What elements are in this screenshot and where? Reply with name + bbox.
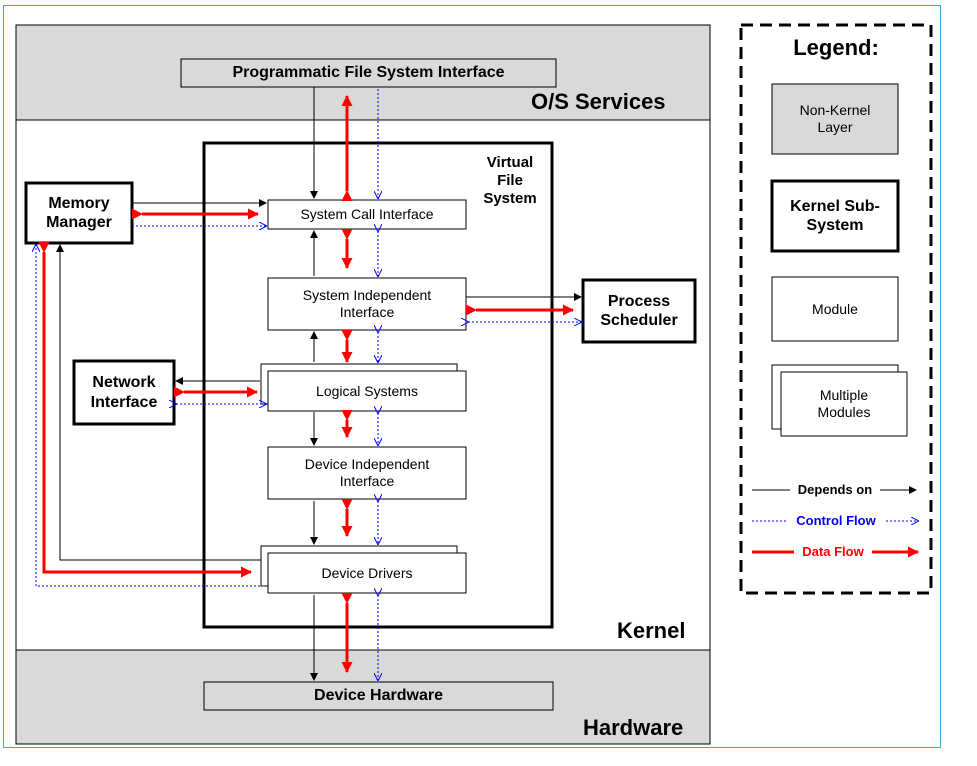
scheduler-flows — [466, 293, 582, 322]
legend-title: Legend: — [793, 34, 879, 60]
memory-flows — [36, 199, 267, 587]
memory-label: Memory Manager — [46, 194, 112, 231]
pfsi-label: Programmatic File System Interface — [232, 64, 505, 82]
logical-box — [267, 370, 467, 412]
hardware-box — [203, 681, 554, 711]
dii-box — [267, 446, 467, 500]
sii-box — [267, 277, 467, 331]
drivers-box — [267, 552, 467, 594]
legend — [739, 23, 933, 595]
legend-module-label: Module — [812, 300, 858, 317]
legend-module-swatch — [771, 276, 899, 342]
legend-non-kernel-label: Non-Kernel Layer — [799, 102, 871, 135]
kernel-layer-label: Kernel — [617, 618, 686, 643]
network-flows — [176, 377, 266, 404]
legend-non-kernel-swatch — [771, 83, 899, 155]
sci-label: System Call Interface — [300, 206, 434, 223]
vfs-label: Virtual File System — [483, 154, 537, 207]
scheduler-label: Process Scheduler — [600, 292, 678, 329]
logical-label: Logical Systems — [316, 382, 418, 399]
network-label: Network Interface — [90, 374, 158, 411]
drivers-label: Device Drivers — [321, 564, 413, 581]
legend-depends-label: Depends on — [797, 482, 873, 498]
pfsi-box — [180, 58, 557, 88]
dii-label: Device Independent Interface — [304, 456, 430, 489]
sci-box — [267, 199, 467, 230]
hardware-box-label: Device Hardware — [314, 687, 443, 705]
legend-kernel-sub-swatch — [770, 179, 900, 253]
legend-multiple-swatch — [780, 371, 908, 437]
legend-data-label: Data Flow — [802, 544, 864, 560]
sii-label: System Independent Interface — [302, 287, 432, 320]
vertical-flows — [310, 87, 378, 681]
legend-multiple-label: Multiple Modules — [817, 387, 871, 420]
services-layer-label: O/S Services — [531, 89, 666, 114]
legend-kernel-sub-label: Kernel Sub- System — [790, 197, 880, 234]
hardware-layer-label: Hardware — [583, 715, 684, 740]
legend-control-label: Control Flow — [796, 513, 876, 529]
scheduler-box — [581, 278, 697, 344]
